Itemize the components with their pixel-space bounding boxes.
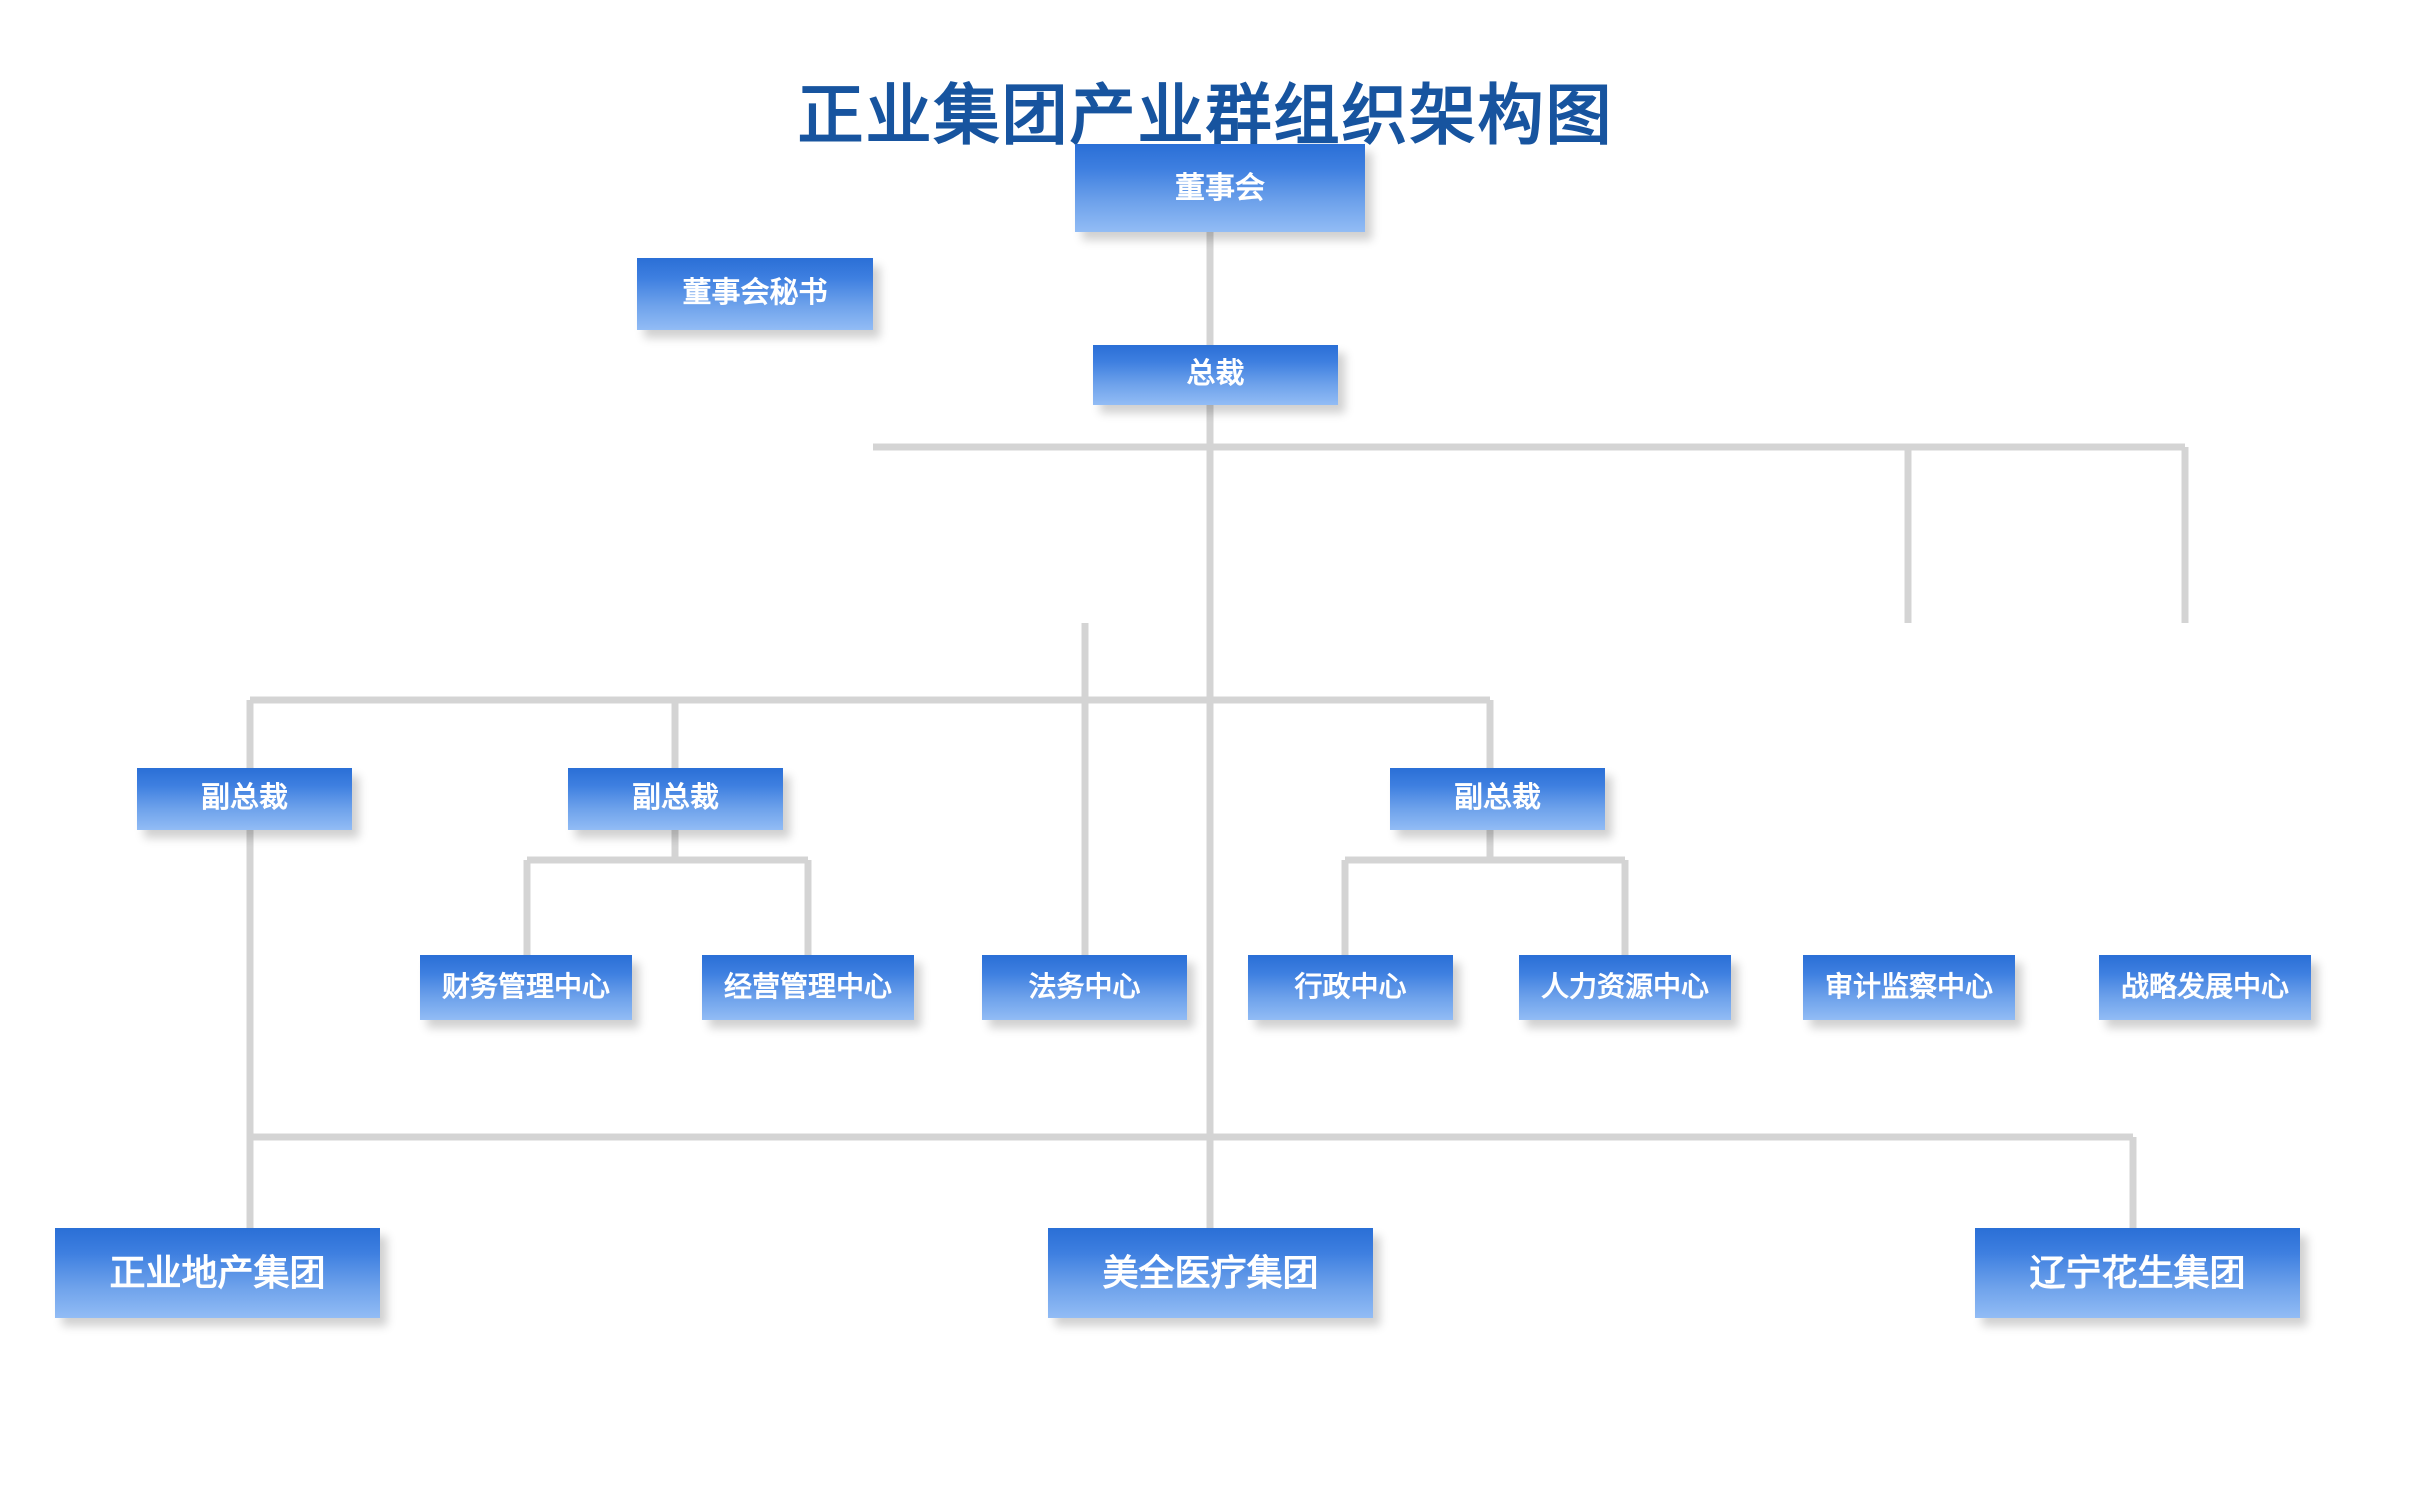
node-group-medical-label: 美全医疗集团 — [1102, 1252, 1319, 1294]
node-board-label: 董事会 — [1175, 171, 1265, 205]
node-board-secretary-label: 董事会秘书 — [682, 277, 828, 310]
node-dept-strategy[interactable]: 战略发展中心 — [2099, 955, 2311, 1020]
node-president-label: 总裁 — [1186, 358, 1245, 391]
node-dept-hr[interactable]: 人力资源中心 — [1519, 955, 1731, 1020]
node-dept-finance-label: 财务管理中心 — [441, 971, 610, 1003]
node-board[interactable]: 董事会 — [1075, 144, 1365, 232]
node-group-medical[interactable]: 美全医疗集团 — [1048, 1228, 1373, 1318]
node-group-realestate[interactable]: 正业地产集团 — [55, 1228, 380, 1318]
node-vp-1[interactable]: 副总裁 — [137, 768, 352, 830]
node-vp-2-label: 副总裁 — [631, 782, 719, 815]
node-group-peanut[interactable]: 辽宁花生集团 — [1975, 1228, 2300, 1318]
node-dept-finance[interactable]: 财务管理中心 — [420, 955, 632, 1020]
node-vp-1-label: 副总裁 — [200, 782, 288, 815]
node-board-secretary[interactable]: 董事会秘书 — [637, 258, 873, 330]
node-dept-legal[interactable]: 法务中心 — [982, 955, 1187, 1020]
node-dept-operations[interactable]: 经营管理中心 — [702, 955, 914, 1020]
node-vp-3-label: 副总裁 — [1453, 782, 1541, 815]
node-dept-operations-label: 经营管理中心 — [723, 971, 892, 1003]
node-dept-hr-label: 人力资源中心 — [1540, 971, 1709, 1003]
node-vp-2[interactable]: 副总裁 — [568, 768, 783, 830]
node-group-realestate-label: 正业地产集团 — [109, 1252, 326, 1294]
node-dept-audit-label: 审计监察中心 — [1824, 971, 1993, 1003]
node-group-peanut-label: 辽宁花生集团 — [2029, 1252, 2246, 1294]
node-dept-strategy-label: 战略发展中心 — [2120, 971, 2289, 1003]
node-dept-legal-label: 法务中心 — [1028, 971, 1141, 1003]
node-dept-audit[interactable]: 审计监察中心 — [1803, 955, 2015, 1020]
page-title: 正业集团产业群组织架构图 — [797, 78, 1614, 152]
node-president[interactable]: 总裁 — [1093, 345, 1338, 405]
node-dept-admin[interactable]: 行政中心 — [1248, 955, 1453, 1020]
node-dept-admin-label: 行政中心 — [1294, 971, 1407, 1003]
node-vp-3[interactable]: 副总裁 — [1390, 768, 1605, 830]
